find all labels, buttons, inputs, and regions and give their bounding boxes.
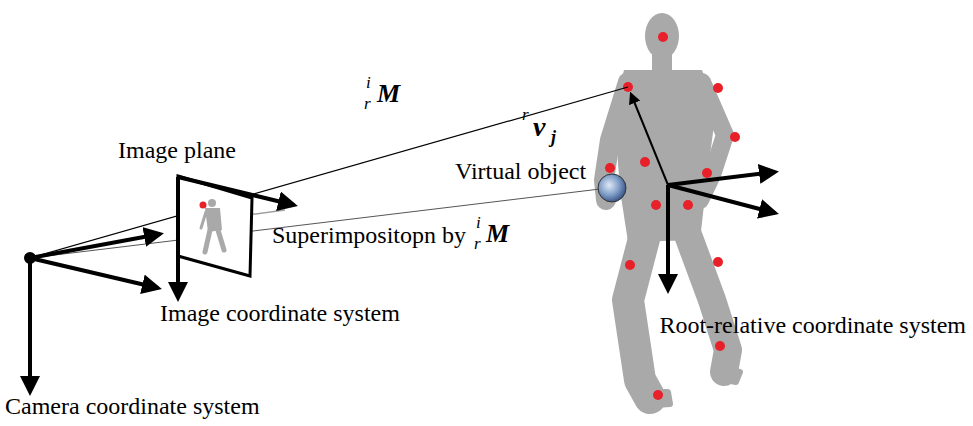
projection-line bbox=[30, 87, 628, 258]
part-label: Superimpositopn by bbox=[272, 222, 466, 248]
vector-symbol: v bbox=[533, 112, 545, 143]
matrix-symbol: M bbox=[377, 80, 400, 109]
joint-vector bbox=[631, 94, 668, 185]
virtual-object bbox=[598, 174, 626, 202]
math-script: r bbox=[364, 95, 371, 114]
root-axes bbox=[668, 172, 775, 290]
camera-axes bbox=[26, 234, 160, 392]
projection-line bbox=[30, 189, 600, 258]
part-label: Camera coordinate system bbox=[5, 393, 260, 419]
math-script: r bbox=[474, 235, 481, 254]
math-script: j bbox=[551, 128, 556, 148]
person-silhouette bbox=[604, 13, 740, 406]
part-label: Root-relative coordinate system bbox=[659, 312, 966, 338]
part-label: Image plane bbox=[118, 137, 236, 163]
matrix-symbol: M bbox=[486, 220, 509, 249]
math-script: i bbox=[366, 74, 371, 93]
math-script: r bbox=[522, 106, 529, 125]
part-label: Virtual object bbox=[455, 158, 586, 184]
part-label: Image coordinate system bbox=[160, 300, 400, 326]
math-script: i bbox=[476, 214, 481, 233]
